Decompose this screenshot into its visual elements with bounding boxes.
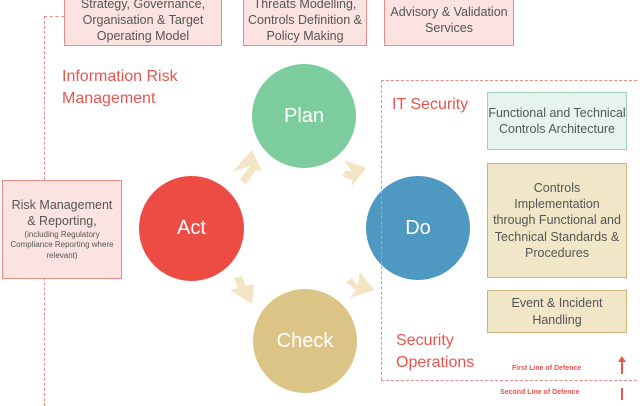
- plan-label: Plan: [283, 104, 325, 127]
- first-line-arrow-icon: [618, 356, 626, 362]
- controls-implementation-box: Controls Implementation through Function…: [487, 163, 627, 278]
- first-line-of-defence-label: First Line of Defence: [512, 365, 582, 372]
- controls-implementation-text: Controls Implementation through Function…: [493, 180, 621, 260]
- do-circle: Do: [366, 176, 470, 280]
- risk-management-note: (including Regulatory Compliance Reporti…: [10, 229, 114, 261]
- risk-management-title: Risk Management & Reporting,: [11, 198, 113, 229]
- outer-dashed-border-top: [44, 16, 64, 17]
- act-circle: Act: [139, 176, 244, 281]
- first-line-arrow-shaft: [621, 362, 623, 374]
- right-dashed-border-bottom: [381, 380, 637, 381]
- arrow-plan-to-do: [342, 160, 366, 186]
- act-label: Act: [177, 217, 206, 239]
- advisory-validation-box: Advisory & Validation Services: [384, 0, 514, 46]
- arrow-do-to-check: [346, 272, 374, 298]
- check-label: Check: [276, 329, 334, 352]
- event-incident-box: Event & Incident Handling: [487, 290, 627, 333]
- second-line-of-defence-label: Second Line of Defence: [500, 389, 580, 396]
- strategy-governance-text: Strategy, Governance, Organisation & Tar…: [80, 0, 206, 44]
- controls-architecture-box: Functional and Technical Controls Archit…: [487, 92, 627, 150]
- it-security-heading: IT Security: [392, 96, 469, 113]
- strategy-governance-box: Strategy, Governance, Organisation & Tar…: [64, 0, 222, 46]
- controls-architecture-text: Functional and Technical Controls Archit…: [488, 105, 626, 136]
- check-circle: Check: [253, 289, 357, 393]
- right-dashed-border-left: [381, 80, 382, 380]
- threats-modelling-text: Threats Modelling, Controls Definition &…: [248, 0, 362, 44]
- plan-circle: Plan: [252, 64, 356, 168]
- second-line-arrow-shaft: [621, 388, 623, 400]
- security-operations-heading: Security Operations: [396, 332, 475, 372]
- risk-management-box: Risk Management & Reporting, (including …: [2, 180, 122, 279]
- do-label: Do: [405, 216, 431, 239]
- threats-modelling-box: Threats Modelling, Controls Definition &…: [243, 0, 367, 46]
- right-dashed-border-top: [381, 80, 637, 81]
- event-incident-text: Event & Incident Handling: [511, 296, 603, 327]
- advisory-validation-text: Advisory & Validation Services: [390, 4, 508, 35]
- information-risk-heading: Information Risk Management: [62, 68, 178, 108]
- arrow-act-to-plan: [232, 150, 262, 184]
- arrow-check-to-act: [230, 276, 254, 304]
